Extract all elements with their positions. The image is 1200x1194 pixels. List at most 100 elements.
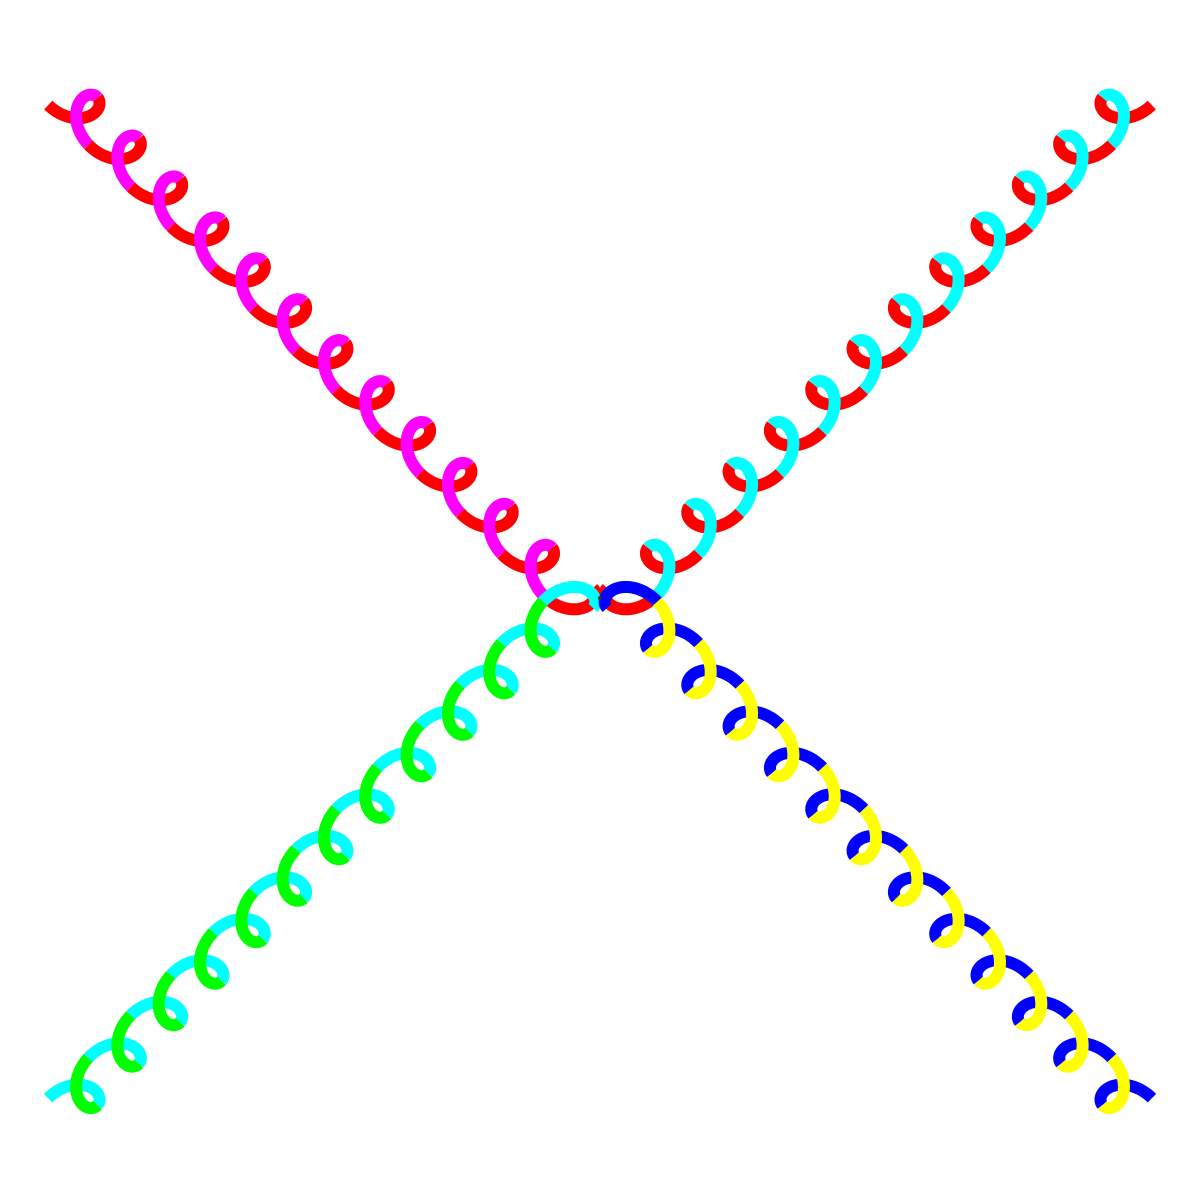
gluon-line-top-right-front-arc <box>642 538 676 600</box>
gluon-line-bottom-left-front-arc <box>111 1010 145 1073</box>
gluon-line-top-right-back-arc <box>763 419 828 452</box>
gluon-line-bottom-right-front-arc <box>725 679 759 741</box>
gluon-line-bottom-right-front-arc <box>1096 1053 1130 1115</box>
gluon-line-top-left-back-arc <box>126 173 189 207</box>
gluon-line-bottom-right-back-arc <box>1094 1078 1157 1111</box>
four-gluon-vertex <box>598 596 602 600</box>
gluon-line-bottom-left-back-arc <box>43 1078 106 1111</box>
gluon-line-top-left-back-arc <box>208 255 271 288</box>
gluon-line-top-left-back-arc <box>496 542 561 575</box>
gluon-line-bottom-left-back-arc <box>372 746 437 779</box>
gluon-line-top-left-front-arc <box>152 170 186 232</box>
gluon-line-top-right-front-arc <box>766 416 800 479</box>
gluon-line-top-right-front-arc <box>1055 129 1089 192</box>
gluon-line-bottom-right-front-arc <box>972 927 1006 990</box>
gluon-line-top-right-back-arc <box>639 542 704 575</box>
gluon-line-top-right-front-arc <box>1096 88 1130 150</box>
gluon-line-top-left-back-arc <box>248 296 313 329</box>
gluon-line-bottom-right-back-arc <box>681 663 745 696</box>
gluon-line-top-left-back-arc <box>455 501 519 534</box>
gluon-line-bottom-right-back-arc <box>1053 1037 1117 1070</box>
gluon-line-top-right-back-arc <box>1053 133 1117 166</box>
gluon-line-top-right-front-arc <box>890 293 924 356</box>
gluon-line-top-left-back-arc <box>331 378 395 411</box>
gluon-line-top-left-front-arc <box>317 334 351 395</box>
gluon-line-bottom-left-back-arc <box>537 580 602 614</box>
gluon-line-bottom-left-front-arc <box>317 804 352 866</box>
gluon-line-bottom-right-back-arc <box>846 829 909 862</box>
gluon-line-top-left <box>43 88 602 616</box>
gluon-line-bottom-right <box>598 580 1157 1115</box>
gluon-line-top-right-back-arc <box>970 214 1034 247</box>
gluon-line-top-left-front-arc <box>111 129 145 192</box>
gluon-line-top-right-front-arc <box>725 456 759 518</box>
gluon-line-bottom-left <box>43 580 602 1115</box>
gluon-line-top-left-back-arc <box>43 92 106 125</box>
gluon-line-bottom-left-back-arc <box>496 622 561 655</box>
gluon-line-top-right-back-arc <box>1094 92 1157 125</box>
gluon-line-top-left-back-arc <box>291 337 354 370</box>
gluon-line-top-right <box>598 88 1157 616</box>
gluon-line-bottom-right-back-arc <box>763 746 828 779</box>
gluon-line-top-left-back-arc <box>415 460 478 493</box>
gluon-line-bottom-right-front-arc <box>931 887 965 949</box>
gluon-line-bottom-right-back-arc <box>887 871 952 904</box>
gluon-line-top-right-back-arc <box>805 378 869 411</box>
gluon-line-top-left-front-arc <box>441 456 475 518</box>
gluon-line-bottom-right-front-arc <box>1055 1010 1089 1073</box>
gluon-line-top-left-front-arc <box>194 211 228 274</box>
gluon-line-bottom-left-front-arc <box>70 1053 104 1115</box>
gluon-line-bottom-right-front-arc <box>807 762 841 824</box>
gluon-line-top-right-back-arc <box>681 501 745 534</box>
gluon-line-top-left-back-arc <box>83 133 147 166</box>
gluon-line-top-right-back-arc <box>929 255 992 288</box>
gluon-line-top-right-front-arc <box>931 252 965 314</box>
gluon-line-bottom-right-front-arc <box>1014 970 1048 1032</box>
gluon-line-bottom-left-front-arc <box>441 679 475 741</box>
gluon-line-bottom-left-front-arc <box>194 927 228 990</box>
gluon-line-top-right-front-arc <box>972 211 1006 274</box>
gluon-line-bottom-right-back-arc <box>1011 995 1075 1028</box>
gluon-line-top-left-front-arc <box>524 538 558 600</box>
gluon-line-top-right-back-arc <box>887 296 952 329</box>
gluon-line-bottom-right-front-arc <box>766 720 800 783</box>
gluon-line-top-right-back-arc <box>1011 173 1074 207</box>
gluon-line-bottom-left-front-arc <box>152 970 186 1032</box>
gluon-line-bottom-left-back-arc <box>83 1037 147 1070</box>
gluon-line-bottom-left-back-arc <box>291 829 354 862</box>
gluon-line-top-left-front-arc <box>483 497 517 559</box>
gluon-line-bottom-left-back-arc <box>208 912 271 945</box>
gluon-line-bottom-left-back-arc <box>125 995 189 1028</box>
gluon-line-bottom-left-front-arc <box>235 887 269 949</box>
gluon-line-top-right-back-arc <box>722 460 785 493</box>
gluon-line-top-left-back-arc <box>372 419 437 452</box>
gluon-line-top-left-back-arc <box>166 214 230 247</box>
gluon-line-bottom-left-front-arc <box>359 762 393 824</box>
gluon-line-top-left-front-arc <box>359 375 393 436</box>
gluon-line-bottom-left-back-arc <box>415 705 478 738</box>
gluon-line-bottom-right-back-arc <box>929 912 992 945</box>
gluon-line-bottom-right-front-arc <box>848 804 883 866</box>
gluon-line-bottom-left-back-arc <box>166 954 230 987</box>
gluon-line-top-left-front-arc <box>276 293 310 356</box>
gluon-line-top-left-front-arc <box>70 88 104 150</box>
gluon-line-bottom-right-front-arc <box>642 597 676 658</box>
gluon-line-bottom-right-back-arc <box>970 954 1034 987</box>
gluon-line-bottom-right-back-arc <box>639 622 704 655</box>
gluon-line-top-right-front-arc <box>1014 170 1048 232</box>
gluon-line-bottom-left-back-arc <box>455 663 519 696</box>
gluon-line-top-right-front-arc <box>849 334 883 395</box>
gluon-line-bottom-left-back-arc <box>331 788 395 821</box>
gluon-line-bottom-left-front-arc <box>524 597 558 658</box>
gluon-line-bottom-right-back-arc <box>805 788 869 821</box>
gluon-line-bottom-right-front-arc <box>683 638 717 700</box>
gluon-line-bottom-left-front-arc <box>483 638 517 700</box>
gluon-line-top-right-front-arc <box>683 497 717 559</box>
gluon-line-bottom-right-back-arc <box>598 580 663 614</box>
gluon-line-top-left-front-arc <box>235 252 269 314</box>
gluon-line-bottom-left-back-arc <box>248 871 313 904</box>
gluon-line-top-right-back-arc <box>846 337 909 370</box>
gluon-line-bottom-right-back-arc <box>722 705 785 738</box>
